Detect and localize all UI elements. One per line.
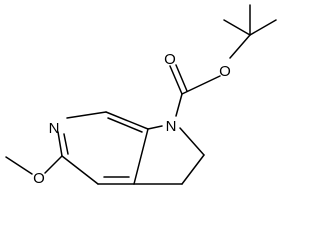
bond-n6-c5-inner [63,133,69,155]
bond-c5-c4 [61,155,99,185]
bond-c2-c3 [181,154,205,185]
atom-ring-nitrogen-label: N [49,120,60,137]
bond-c7a-c3a [133,128,149,185]
atom-methoxy-oxygen-label: O [33,170,45,187]
bond-carbonyl-double-2 [175,64,188,92]
bond-o-methyl [5,156,33,175]
bond-c7a-c7 [105,111,149,130]
bond-carbonyl-c-n [175,93,183,117]
bond-c5-o [44,155,63,174]
atom-ester-oxygen-label: O [219,63,231,80]
bond-n1-c7a [147,125,163,130]
bond-n1-c2 [179,127,205,156]
structure-diagram: N N O O O [5,4,277,187]
bond-tbu-c-methyl-left [223,19,251,36]
bond-tbu-c-methyl-right [249,19,277,36]
bond-tbu-c-o [229,34,251,59]
bond-n6-c5 [57,131,63,157]
bond-carbonyl-double-1 [169,65,183,95]
bond-c7-c7a-inner [107,117,143,133]
atom-pyrrolidine-nitrogen-label: N [166,118,177,135]
bond-o-carbonyl-c [181,75,221,95]
atom-carbonyl-oxygen-label: O [164,51,176,68]
bond-c7-n6 [66,111,107,119]
